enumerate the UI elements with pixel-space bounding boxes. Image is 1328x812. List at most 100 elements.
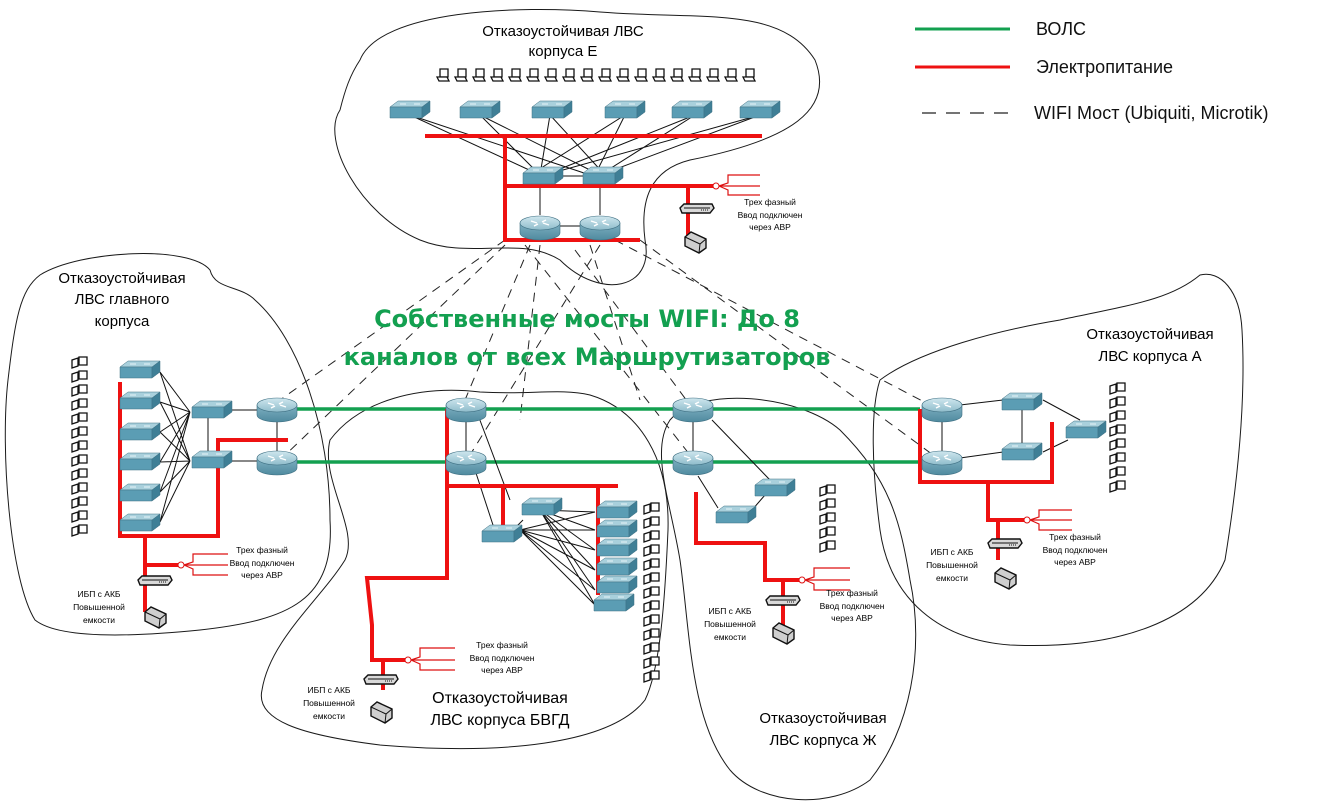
router-main-1 (256, 397, 298, 423)
router-bvgd-1 (445, 397, 487, 423)
wifi-bridge-links (279, 239, 941, 461)
svg-text:Ввод подключен: Ввод подключен (230, 558, 295, 568)
ups-icon (765, 595, 801, 606)
zone-outline-building-e (334, 8, 821, 286)
workstation-icon (643, 614, 660, 627)
switch-main-core-1 (191, 400, 233, 419)
workstation-icon (1109, 466, 1126, 479)
workstation-icon (580, 68, 594, 82)
svg-text:через АВР: через АВР (831, 613, 873, 623)
switch-e-core-1 (522, 166, 564, 185)
svg-text:WIFI Мост (Ubiquiti, Microtik): WIFI Мост (Ubiquiti, Microtik) (1034, 103, 1268, 123)
router-e-1 (519, 215, 561, 241)
svg-text:Трех фазный: Трех фазный (236, 545, 288, 555)
zone-label-a-line2: ЛВС корпуса А (1098, 348, 1201, 365)
workstation-icon (742, 68, 756, 82)
workstation-icon (1109, 452, 1126, 465)
svg-text:ВОЛС: ВОЛС (1036, 19, 1086, 39)
workstation-icon (643, 558, 660, 571)
zone-label-zh-line2: ЛВС корпуса Ж (769, 732, 876, 749)
svg-text:через АВР: через АВР (481, 665, 523, 675)
svg-text:Ввод подключен: Ввод подключен (738, 210, 803, 220)
building-e-network: Трех фазный Ввод подключен через АВР (389, 68, 803, 254)
switch-main-access (119, 360, 161, 532)
zone-label-main-line3: корпуса (95, 313, 150, 330)
workstation-icon (819, 526, 836, 539)
ups-icon (137, 575, 173, 586)
switch-icon (596, 575, 638, 594)
svg-text:Трех фазный: Трех фазный (476, 640, 528, 650)
workstation-icon (643, 642, 660, 655)
workstation-icon (819, 484, 836, 497)
svg-text:через АВР: через АВР (1054, 557, 1096, 567)
svg-text:Ввод подключен: Ввод подключен (470, 653, 535, 663)
legend-item-wifi: WIFI Мост (Ubiquiti, Microtik) (922, 103, 1268, 123)
svg-text:Ввод подключен: Ввод подключен (1043, 545, 1108, 555)
building-bvgd-network: Трех фазный Ввод подключен через АВР ИБП… (303, 397, 660, 724)
svg-text:через АВР: через АВР (241, 570, 283, 580)
svg-text:емкости: емкости (936, 573, 968, 583)
svg-text:Ввод подключен: Ввод подключен (820, 601, 885, 611)
workstation-row-e (436, 68, 756, 82)
power-input-bvgd: Трех фазный Ввод подключен через АВР (404, 640, 535, 675)
workstation-icon (634, 68, 648, 82)
workstation-icon (71, 412, 88, 425)
workstation-icon (598, 68, 612, 82)
workstation-icon (71, 482, 88, 495)
building-zh-network: Трех фазный Ввод подключен через АВР ИБП… (672, 397, 885, 645)
svg-text:ИБП с АКБ: ИБП с АКБ (709, 606, 752, 616)
router-a-1 (921, 397, 963, 423)
zone-label-a-line1: Отказоустойчивая (1086, 326, 1213, 343)
router-main-2 (256, 450, 298, 476)
switch-icon (604, 100, 646, 119)
legend: ВОЛС Электропитание WIFI Мост (Ubiquiti,… (915, 19, 1268, 123)
workstation-icon (688, 68, 702, 82)
fiber-links (297, 407, 920, 464)
power-input-zh: Трех фазный Ввод подключен через АВР (798, 567, 885, 623)
switch-e-core-2 (582, 166, 624, 185)
workstation-icon (71, 398, 88, 411)
workstation-icon (1109, 480, 1126, 493)
svg-text:через АВР: через АВР (749, 222, 791, 232)
svg-text:ИБП с АКБ: ИБП с АКБ (78, 589, 121, 599)
workstation-icon (1109, 410, 1126, 423)
workstation-stack-bvgd (643, 502, 660, 683)
workstation-icon (71, 370, 88, 383)
zone-outline-main-building (4, 253, 331, 636)
workstation-icon (71, 384, 88, 397)
main-building-network: Трех фазный Ввод подключен через АВР ИБП… (71, 356, 298, 629)
workstation-icon (643, 656, 660, 669)
ups-icon (987, 538, 1023, 549)
battery-icon (772, 622, 795, 645)
switch-zh-1 (754, 478, 796, 497)
workstation-stack-a (1109, 382, 1126, 493)
svg-text:Повышенной: Повышенной (926, 560, 978, 570)
switch-icon (593, 593, 635, 612)
ups-icon (679, 203, 715, 214)
power-input-e: Трех фазный Ввод подключен через АВР (712, 174, 803, 232)
workstation-icon (562, 68, 576, 82)
zone-label-bvgd-line1: Отказоустойчивая (432, 690, 568, 707)
switch-icon (671, 100, 713, 119)
switch-icon (119, 513, 161, 532)
router-bvgd-2 (445, 450, 487, 476)
workstation-icon (1109, 382, 1126, 395)
zone-outline-building-zh (660, 397, 917, 801)
workstation-icon (490, 68, 504, 82)
workstation-icon (652, 68, 666, 82)
workstation-stack-zh (819, 484, 836, 553)
workstation-icon (71, 524, 88, 537)
workstation-icon (706, 68, 720, 82)
switch-icon (596, 519, 638, 538)
battery-icon (684, 231, 707, 254)
zone-label-e-line2: корпуса Е (529, 43, 598, 60)
zone-outline-building-a (872, 273, 1244, 647)
workstation-icon (616, 68, 630, 82)
switch-bvgd-core-1 (521, 497, 563, 516)
switch-icon (119, 391, 161, 410)
zone-outline-building-bvgd (260, 389, 669, 750)
switch-icon (596, 538, 638, 557)
battery-icon (370, 701, 393, 724)
headline-line2: каналов от всех Маршрутизаторов (344, 343, 831, 371)
switch-icon (119, 422, 161, 441)
